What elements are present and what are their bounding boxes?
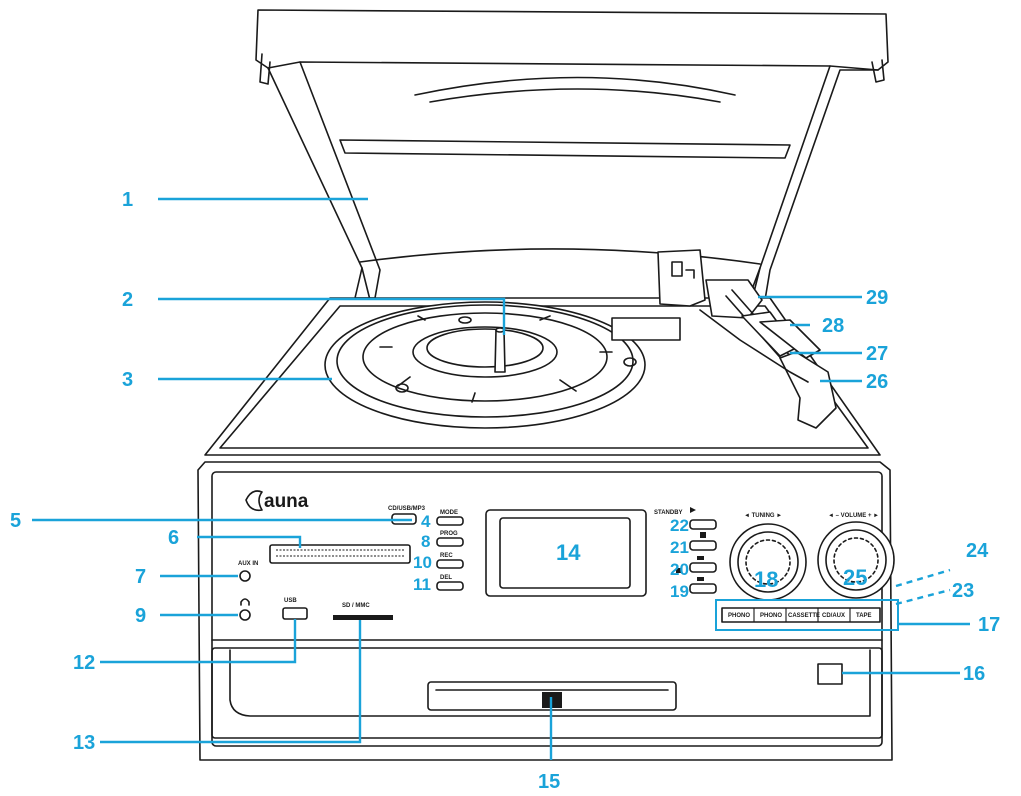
mode-label: MODE bbox=[440, 510, 458, 516]
headphone-jack bbox=[239, 609, 251, 621]
brand-name: auna bbox=[264, 491, 309, 512]
sd-mmc-slot bbox=[333, 615, 393, 620]
brand-logo: auna bbox=[245, 490, 309, 512]
source-selector-strip: PHONO PHONO CASSETTE CD/AUX TAPE bbox=[715, 599, 899, 631]
callout-10: 10 bbox=[413, 553, 432, 572]
callout-14: 14 bbox=[556, 540, 581, 565]
tonearm-assembly bbox=[611, 249, 837, 429]
callout-28: 28 bbox=[822, 315, 844, 337]
callout-15: 15 bbox=[538, 771, 560, 793]
callout-29: 29 bbox=[866, 287, 888, 309]
standby-label: STANDBY bbox=[654, 510, 683, 516]
volume-knob: ◄ – VOLUME + ► bbox=[817, 513, 895, 599]
source-button-label: PHONO bbox=[760, 613, 782, 619]
callout-16: 16 bbox=[963, 663, 985, 685]
aux-in-jack bbox=[239, 570, 251, 582]
prog-button bbox=[436, 537, 464, 547]
callout-9: 9 bbox=[135, 605, 146, 627]
callout-17: 17 bbox=[978, 614, 1000, 636]
callout-3: 3 bbox=[122, 369, 133, 391]
source-strip-highlight bbox=[715, 599, 899, 631]
svg-text:CD/USB/MP3: CD/USB/MP3 bbox=[388, 506, 426, 512]
cd-slot bbox=[269, 544, 411, 564]
callout-22: 22 bbox=[670, 516, 689, 535]
usb-port bbox=[282, 607, 308, 620]
del-button bbox=[436, 581, 464, 591]
usb-label: USB bbox=[284, 598, 297, 604]
source-button-label: PHONO bbox=[728, 613, 750, 619]
callout-11: 11 bbox=[413, 575, 431, 594]
del-label: DEL bbox=[440, 575, 452, 581]
source-button-label: CD/AUX bbox=[822, 613, 845, 619]
previous-button bbox=[689, 583, 717, 594]
lcd-display bbox=[485, 509, 647, 597]
callout-21: 21 bbox=[670, 538, 689, 557]
prog-label: PROG bbox=[440, 531, 458, 537]
callout-24: 24 bbox=[966, 540, 989, 562]
dust-cover-lid bbox=[255, 9, 889, 301]
callout-2: 2 bbox=[122, 289, 133, 311]
next-button bbox=[689, 562, 717, 573]
playback-buttons: STANDBY bbox=[654, 507, 717, 594]
callout-1: 1 bbox=[122, 189, 133, 211]
aux-in-label: AUX IN bbox=[238, 561, 258, 567]
stop-button bbox=[689, 540, 717, 551]
callout-27: 27 bbox=[866, 343, 888, 365]
callout-19: 19 bbox=[670, 582, 689, 601]
play-pause-button bbox=[689, 519, 717, 530]
function-buttons: MODE PROG REC DEL bbox=[436, 510, 464, 591]
callout-5: 5 bbox=[10, 510, 21, 532]
sd-mmc-label: SD / MMC bbox=[342, 603, 370, 609]
callout-12: 12 bbox=[73, 652, 95, 674]
callout-26: 26 bbox=[866, 371, 888, 393]
rec-button bbox=[436, 559, 464, 569]
callout-6: 6 bbox=[168, 527, 179, 549]
callout-8: 8 bbox=[421, 532, 430, 551]
front-panel bbox=[197, 461, 893, 761]
platter bbox=[324, 301, 646, 429]
left-controls: CD/USB/MP3 AUX IN USB SD / MMC bbox=[238, 506, 426, 621]
mode-button bbox=[436, 516, 464, 526]
rec-label: REC bbox=[440, 553, 453, 559]
callout-lines bbox=[32, 197, 970, 760]
callout-23: 23 bbox=[952, 580, 974, 602]
volume-label: ◄ – VOLUME + ► bbox=[828, 513, 879, 519]
callout-4: 4 bbox=[421, 512, 431, 531]
tuning-label: ◄ TUNING ► bbox=[744, 513, 782, 519]
source-button-label: CASSETTE bbox=[788, 613, 820, 619]
spindle bbox=[494, 327, 506, 373]
callout-numbers: 1 2 3 5 6 7 9 12 13 14 15 16 17 18 19 20… bbox=[10, 189, 1000, 793]
source-button-label: TAPE bbox=[856, 613, 872, 619]
callout-20: 20 bbox=[670, 560, 689, 579]
callout-7: 7 bbox=[135, 566, 146, 588]
callout-13: 13 bbox=[73, 732, 95, 754]
callout-18: 18 bbox=[754, 567, 778, 592]
callout-25: 25 bbox=[843, 565, 867, 590]
